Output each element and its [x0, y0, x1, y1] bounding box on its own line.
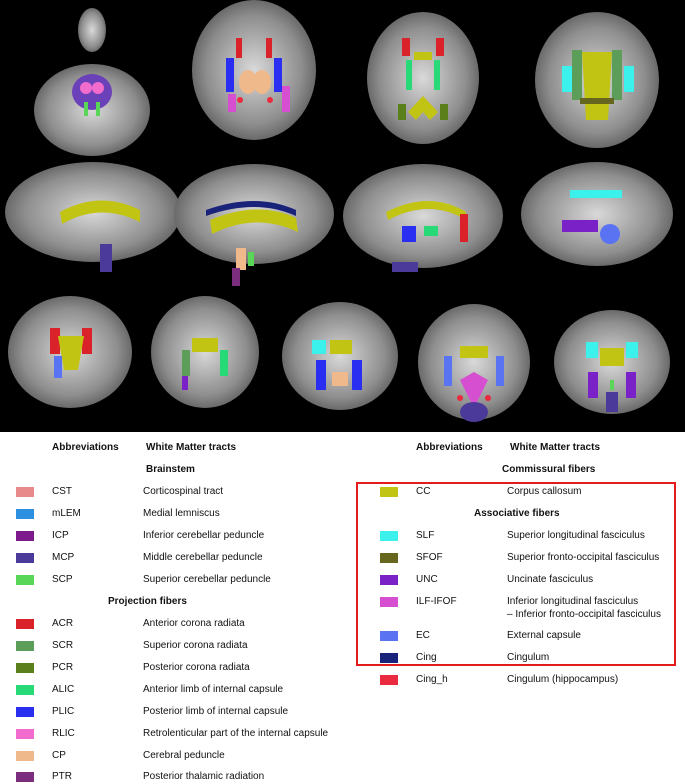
coronal-slice-2 — [151, 296, 259, 408]
legend: Abbreviations White Matter tracts Brains… — [0, 432, 685, 782]
abbr-scr: SCR — [52, 640, 74, 651]
group-title-associative: Associative fibers — [474, 508, 560, 519]
name-ilf-ifof-line1: Inferior longitudinal fasciculus — [507, 596, 639, 607]
name-mcp: Middle cerebellar peduncle — [143, 552, 263, 563]
swatch-scr — [16, 641, 34, 651]
abbr-ec: EC — [416, 630, 430, 641]
left-header-tracts: White Matter tracts — [146, 442, 237, 453]
abbr-rlic: RLIC — [52, 728, 75, 739]
name-mlem: Medial lemniscus — [143, 508, 220, 519]
swatch-slf — [380, 531, 398, 541]
abbr-cc: CC — [416, 486, 431, 497]
swatch-cst — [16, 487, 34, 497]
abbr-ptr: PTR — [52, 771, 72, 782]
name-acr: Anterior corona radiata — [143, 618, 245, 629]
axial-slice-4 — [535, 12, 659, 148]
name-cing-h: Cingulum (hippocampus) — [507, 674, 619, 685]
group-title-projection: Projection fibers — [108, 596, 187, 607]
sagittal-slice-2 — [174, 164, 334, 286]
swatch-plic — [16, 707, 34, 717]
name-scr: Superior corona radiata — [143, 640, 248, 651]
name-plic: Posterior limb of internal capsule — [143, 706, 289, 717]
name-sfof: Superior fronto-occipital fasciculus — [507, 552, 660, 563]
swatch-cp — [16, 751, 34, 761]
group-title-commissural: Commissural fibers — [502, 464, 596, 475]
brain-atlas-panel — [0, 0, 685, 432]
sagittal-slice-3 — [343, 164, 503, 272]
coronal-slice-4 — [418, 304, 530, 422]
abbr-sfof: SFOF — [416, 552, 443, 563]
abbr-acr: ACR — [52, 618, 74, 629]
swatch-cing-h — [380, 675, 398, 685]
abbr-cing: Cing — [416, 652, 437, 663]
name-ilf-ifof-line2: – Inferior fronto-occipital fasciculus — [507, 609, 661, 620]
abbr-icp: ICP — [52, 530, 69, 541]
swatch-ilf-ifof — [380, 597, 398, 607]
name-ptr: Posterior thalamic radiation — [143, 771, 265, 782]
axial-slice-3 — [367, 12, 479, 144]
name-ilf-ifof: Inferior longitudinal fasciculus – Infer… — [507, 595, 661, 621]
name-cc: Corpus callosum — [507, 486, 582, 497]
name-alic: Anterior limb of internal capsule — [143, 684, 284, 695]
abbr-pcr: PCR — [52, 662, 74, 673]
sagittal-slice-4 — [521, 162, 673, 266]
swatch-alic — [16, 685, 34, 695]
name-rlic: Retrolenticular part of the internal cap… — [143, 728, 329, 739]
group-title-brainstem: Brainstem — [146, 464, 195, 475]
right-header-tracts: White Matter tracts — [510, 442, 601, 453]
swatch-scp — [16, 575, 34, 585]
abbr-scp: SCP — [52, 574, 73, 585]
abbr-unc: UNC — [416, 574, 438, 585]
name-cst: Corticospinal tract — [143, 486, 224, 497]
swatch-cc — [380, 487, 398, 497]
abbr-mcp: MCP — [52, 552, 75, 563]
swatch-sfof — [380, 553, 398, 563]
abbr-cing-h: Cing_h — [416, 674, 448, 685]
swatch-ptr — [16, 772, 34, 782]
name-ec: External capsule — [507, 630, 581, 641]
swatch-ec — [380, 631, 398, 641]
name-icp: Inferior cerebellar peduncle — [143, 530, 265, 541]
abbr-ilf-ifof: ILF-IFOF — [416, 596, 457, 607]
abbr-cst: CST — [52, 486, 72, 497]
axial-slice-2 — [192, 0, 316, 140]
axial-slice-1 — [34, 8, 150, 156]
abbr-slf: SLF — [416, 530, 435, 541]
abbr-cp: CP — [52, 750, 66, 761]
coronal-slice-1 — [8, 296, 132, 408]
name-slf: Superior longitudinal fasciculus — [507, 530, 645, 541]
right-header-abbreviations: Abbreviations — [416, 442, 483, 453]
swatch-rlic — [16, 729, 34, 739]
abbr-alic: ALIC — [52, 684, 75, 695]
coronal-slice-5 — [554, 310, 670, 414]
coronal-slice-3 — [282, 302, 398, 410]
name-cing: Cingulum — [507, 652, 550, 663]
name-cp: Cerebral peduncle — [143, 750, 225, 761]
sagittal-slice-1 — [5, 162, 181, 272]
highlight-box — [356, 482, 676, 666]
swatch-unc — [380, 575, 398, 585]
swatch-mcp — [16, 553, 34, 563]
abbr-plic: PLIC — [52, 706, 75, 717]
left-header-abbreviations: Abbreviations — [52, 442, 119, 453]
swatch-acr — [16, 619, 34, 629]
name-unc: Uncinate fasciculus — [507, 574, 594, 585]
swatch-icp — [16, 531, 34, 541]
swatch-pcr — [16, 663, 34, 673]
name-pcr: Posterior corona radiata — [143, 662, 250, 673]
swatch-cing — [380, 653, 398, 663]
name-scp: Superior cerebellar peduncle — [143, 574, 271, 585]
swatch-mlem — [16, 509, 34, 519]
brain-atlas-figure — [5, 0, 673, 422]
abbr-mlem: mLEM — [52, 508, 81, 519]
